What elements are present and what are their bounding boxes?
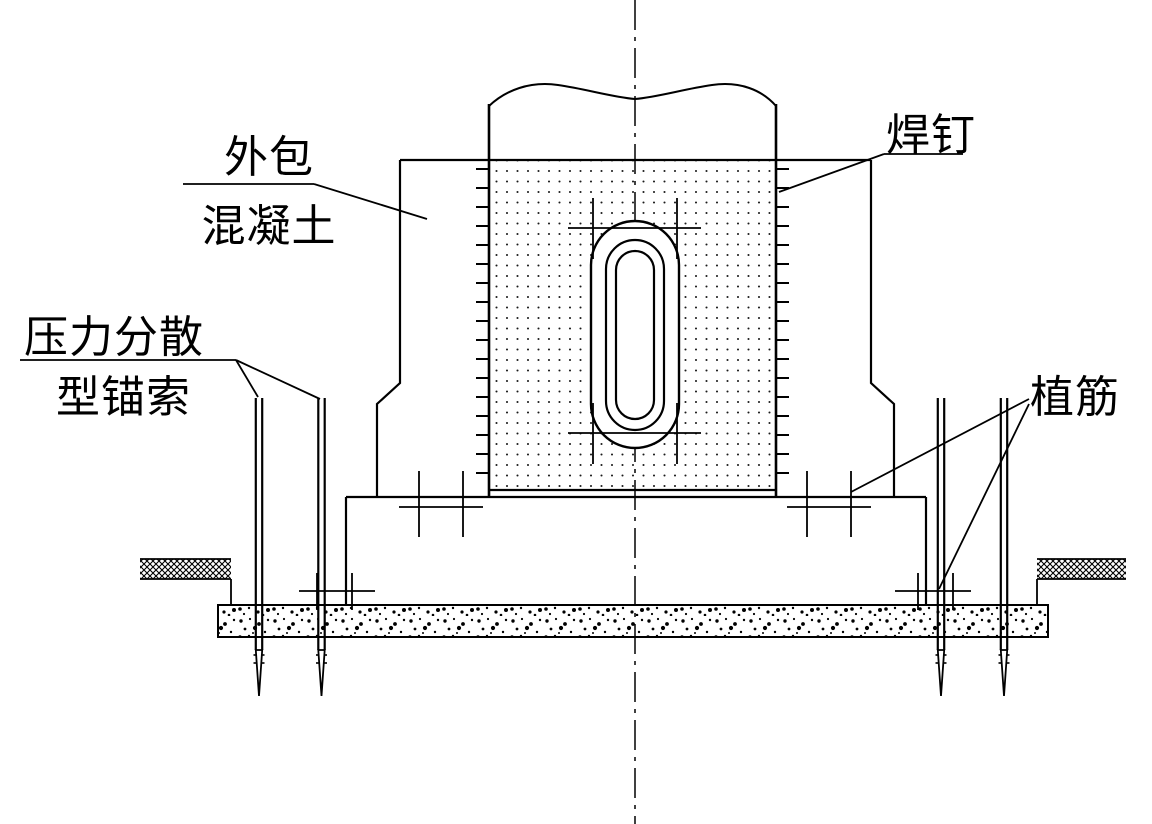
ground-hatch-right — [1036, 558, 1126, 605]
label-encasement-line2: 混凝土 — [202, 202, 337, 251]
label-planted-rebar: 植筋 — [1030, 373, 1120, 422]
labels: 外包 混凝土 焊钉 压力分散 型锚索 植筋 — [24, 111, 1120, 422]
column-break-line — [488, 83, 777, 107]
label-anchor-cable-line2: 型锚索 — [56, 373, 191, 422]
weld-stud-ticks — [476, 168, 789, 489]
leader-planted-rebar — [850, 398, 1030, 590]
concrete-encasement-outline — [375, 158, 896, 497]
label-encasement-line1: 外包 — [224, 133, 314, 182]
slot-top-cross-marks — [568, 198, 701, 259]
planted-rebar-marks — [299, 471, 971, 610]
leader-weld-stud — [778, 153, 963, 193]
ground-hatch-left — [140, 558, 232, 605]
anchor-rod-1 — [252, 396, 266, 698]
leader-lines — [20, 153, 1030, 590]
slotted-hole-detail — [568, 198, 701, 464]
anchor-rod-2 — [314, 396, 329, 698]
label-anchor-cable-line1: 压力分散 — [24, 313, 204, 362]
concrete-slab — [217, 604, 1049, 638]
rebar-mark-lower-left — [299, 573, 375, 610]
slot-outer-outline — [589, 219, 681, 450]
label-weld-stud: 焊钉 — [886, 111, 976, 160]
slot-inner-outline — [614, 249, 656, 421]
slot-bottom-cross-marks — [568, 403, 701, 464]
rebar-mark-lower-right — [895, 573, 971, 610]
footing — [344, 495, 928, 605]
slot-middle-outline — [604, 238, 666, 432]
anchor-rod-4 — [997, 396, 1011, 698]
rebar-mark-upper-left — [399, 471, 483, 537]
leader-encasement — [183, 183, 428, 220]
leader-anchor-cable — [20, 359, 321, 400]
rebar-mark-upper-right — [787, 471, 871, 537]
